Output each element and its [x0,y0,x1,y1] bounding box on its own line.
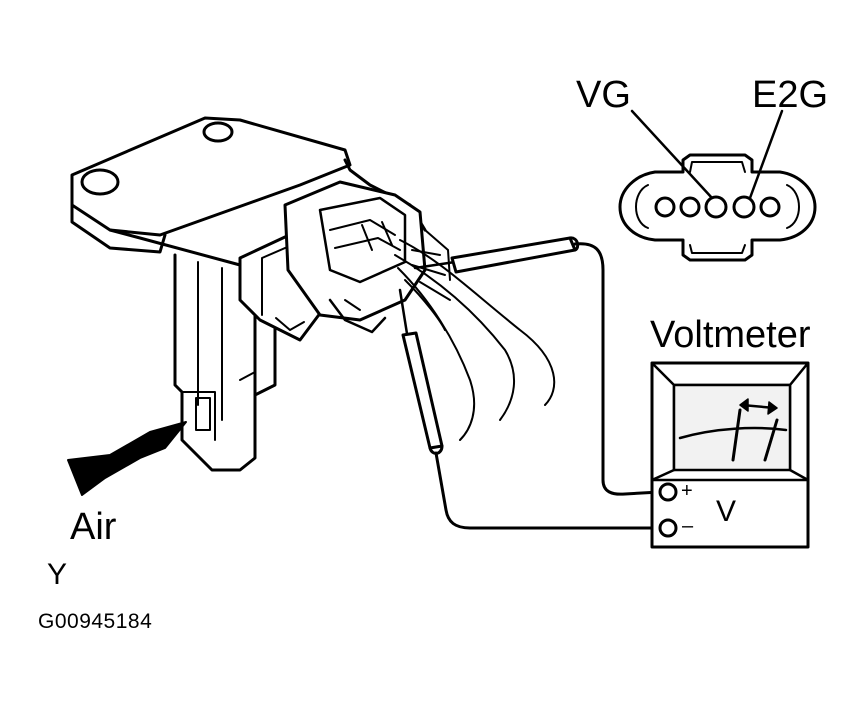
e2g-label: E2G [752,74,829,116]
terminal-face [618,109,817,262]
negative-terminal [658,518,678,538]
positive-probe [413,236,580,274]
positive-terminal-label: + [681,480,693,502]
test-leads [434,242,662,530]
vg-leader-line [630,109,714,200]
meter-unit-label: V [716,495,737,528]
meter-needle [731,408,742,462]
negative-probe [398,288,444,455]
air-label: Air [70,506,117,548]
e2g-leader-line [748,109,784,200]
harness-connector [283,180,556,441]
e2g-terminal [732,195,756,219]
figure-id: G00945184 [38,610,153,633]
vg-label: VG [576,74,631,116]
vg-terminal [704,195,728,219]
negative-terminal-label: – [682,515,694,537]
airflow-arrow [67,421,187,496]
voltmeter [650,361,810,549]
voltmeter-label: Voltmeter [650,314,811,356]
positive-terminal [658,482,678,502]
corner-letter: Y [47,558,68,591]
